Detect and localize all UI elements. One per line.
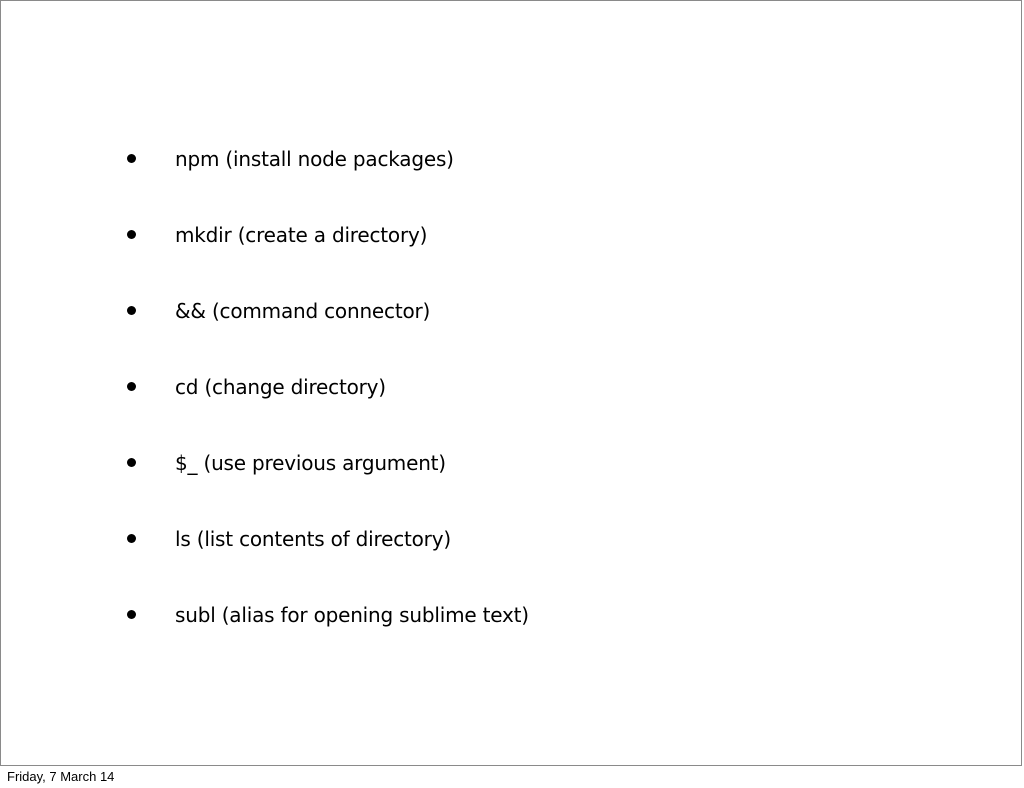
footer-bar: Friday, 7 March 14 — [0, 766, 1024, 788]
bullet-text: $_ (use previous argument) — [175, 451, 446, 475]
slide-canvas: npm (install node packages) mkdir (creat… — [0, 0, 1022, 766]
list-item: subl (alias for opening sublime text) — [1, 602, 701, 632]
bullet-icon — [127, 230, 136, 239]
list-item: $_ (use previous argument) — [1, 450, 701, 480]
footer-date: Friday, 7 March 14 — [7, 769, 115, 784]
list-item: ls (list contents of directory) — [1, 526, 701, 556]
bullet-icon — [127, 458, 136, 467]
bullet-icon — [127, 154, 136, 163]
bullet-icon — [127, 534, 136, 543]
bullet-text: mkdir (create a directory) — [175, 223, 428, 247]
list-item: cd (change directory) — [1, 374, 701, 404]
bullet-text: cd (change directory) — [175, 375, 386, 399]
list-item: npm (install node packages) — [1, 146, 701, 176]
list-item: && (command connector) — [1, 298, 701, 328]
bullet-text: ls (list contents of directory) — [175, 527, 451, 551]
bullet-text: subl (alias for opening sublime text) — [175, 603, 529, 627]
bullet-text: && (command connector) — [175, 299, 431, 323]
bullet-icon — [127, 610, 136, 619]
bullet-text: npm (install node packages) — [175, 147, 454, 171]
bullet-icon — [127, 306, 136, 315]
bullet-icon — [127, 382, 136, 391]
list-item: mkdir (create a directory) — [1, 222, 701, 252]
